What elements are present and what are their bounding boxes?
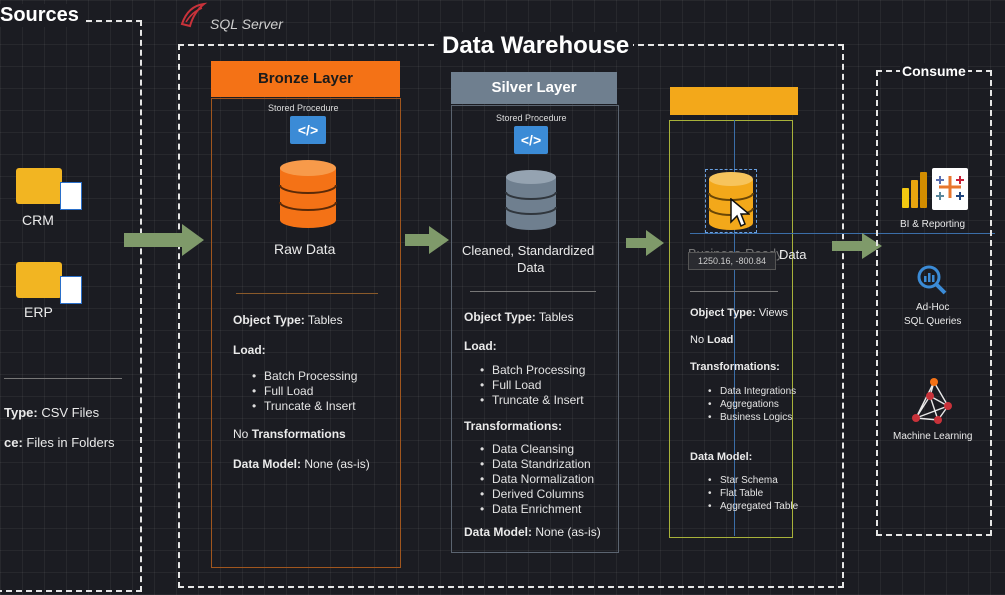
bronze-load-label: Load: [233, 343, 266, 357]
silver-object-type: Object Type: Tables [464, 310, 574, 324]
bronze-load-list: Batch Processing Full Load Truncate & In… [246, 369, 357, 414]
bronze-layer-header: Bronze Layer [211, 61, 400, 97]
silver-layer-box [451, 105, 619, 553]
silver-transform-list: Data Cleansing Data Standrization Data N… [474, 442, 594, 517]
code-icon: </> [290, 116, 326, 144]
source-type-line: Type: CSV Files [4, 405, 100, 420]
list-item: Derived Columns [480, 487, 594, 502]
selection-guide-vertical [734, 120, 735, 536]
coordinate-tooltip: 1250.16, -800.84 [688, 252, 776, 270]
gold-data-label-right: Data [779, 247, 807, 262]
bronze-stored-procedure-label: Stored Procedure [268, 103, 339, 113]
bronze-data-model: Data Model: None (as-is) [233, 457, 370, 471]
erp-label: ERP [24, 304, 53, 320]
file-icon [60, 276, 82, 304]
list-item: Aggregations [708, 398, 796, 411]
gold-layer-box[interactable] [669, 120, 793, 538]
sources-title: Sources [0, 4, 85, 27]
tableau-icon [932, 168, 968, 210]
bronze-data-label: Raw Data [274, 241, 336, 257]
silver-data-label-2: Data [517, 260, 545, 275]
sources-divider [4, 378, 122, 379]
list-item: Business Logics [708, 411, 796, 424]
sql-queries-label: SQL Queries [904, 316, 962, 327]
neural-network-icon [908, 376, 956, 424]
list-item: Data Normalization [480, 472, 594, 487]
machine-learning-label: Machine Learning [893, 431, 973, 442]
database-icon [503, 168, 559, 232]
silver-layer-header: Silver Layer [451, 72, 617, 104]
gold-transform-list: Data Integrations Aggregations Business … [702, 385, 796, 424]
gold-object-type: Object Type: Views [690, 307, 789, 319]
folder-icon [16, 168, 62, 204]
bi-reporting-label: BI & Reporting [900, 219, 966, 230]
list-item: Star Schema [708, 474, 798, 487]
machine-learning-item[interactable]: Machine Learning [886, 374, 982, 444]
gold-model-list: Star Schema Flat Table Aggregated Table [702, 474, 798, 513]
silver-load-label: Load: [464, 339, 497, 353]
ad-hoc-label: Ad-Hoc [916, 302, 950, 313]
gold-divider [690, 291, 778, 292]
bi-reporting-item[interactable]: BI & Reporting [886, 166, 982, 236]
search-analytics-icon [916, 264, 948, 296]
data-warehouse-title: Data Warehouse [438, 32, 634, 60]
bronze-object-type: Object Type: Tables [233, 313, 343, 327]
list-item: Truncate & Insert [480, 393, 585, 408]
bronze-transformations: No Transformations [233, 427, 346, 441]
power-bi-icon [900, 170, 930, 210]
gold-data-model-label: Data Model: [690, 451, 753, 463]
folder-icon [16, 262, 62, 298]
crm-source[interactable]: CRM [16, 168, 86, 232]
selection-guide-horizontal [690, 233, 995, 234]
silver-data-label-1: Cleaned, Standardized [462, 243, 595, 258]
file-icon [60, 182, 82, 210]
silver-divider [470, 291, 596, 292]
list-item: Full Load [480, 378, 585, 393]
gold-transformations-label: Transformations: [690, 361, 780, 373]
erp-source[interactable]: ERP [16, 262, 86, 326]
silver-load-list: Batch Processing Full Load Truncate & In… [474, 363, 585, 408]
ad-hoc-sql-item[interactable]: Ad-Hoc SQL Queries [886, 262, 982, 328]
sql-server-logo-icon [180, 2, 208, 28]
list-item: Aggregated Table [708, 500, 798, 513]
database-icon [276, 158, 340, 230]
bronze-divider [236, 293, 378, 294]
code-icon: </> [514, 126, 548, 154]
flow-arrow [405, 226, 449, 254]
list-item: Full Load [252, 384, 357, 399]
list-item: Truncate & Insert [252, 399, 357, 414]
crm-label: CRM [22, 212, 54, 228]
silver-transformations-label: Transformations: [464, 419, 563, 433]
sql-server-label: SQL Server [210, 16, 283, 32]
silver-stored-procedure-label: Stored Procedure [496, 113, 567, 123]
list-item: Data Standrization [480, 457, 594, 472]
list-item: Batch Processing [252, 369, 357, 384]
consume-title: Consume [900, 63, 968, 79]
silver-data-model: Data Model: None (as-is) [464, 525, 601, 539]
flow-arrow [124, 224, 206, 256]
gold-load: No Load [690, 334, 734, 346]
list-item: Flat Table [708, 487, 798, 500]
source-interface-line: ce: Files in Folders [4, 435, 115, 450]
list-item: Data Integrations [708, 385, 796, 398]
list-item: Data Enrichment [480, 502, 594, 517]
list-item: Batch Processing [480, 363, 585, 378]
list-item: Data Cleansing [480, 442, 594, 457]
gold-layer-header [670, 87, 798, 115]
mouse-cursor-icon [730, 197, 752, 228]
flow-arrow [626, 230, 666, 256]
bronze-layer-box [211, 98, 401, 568]
